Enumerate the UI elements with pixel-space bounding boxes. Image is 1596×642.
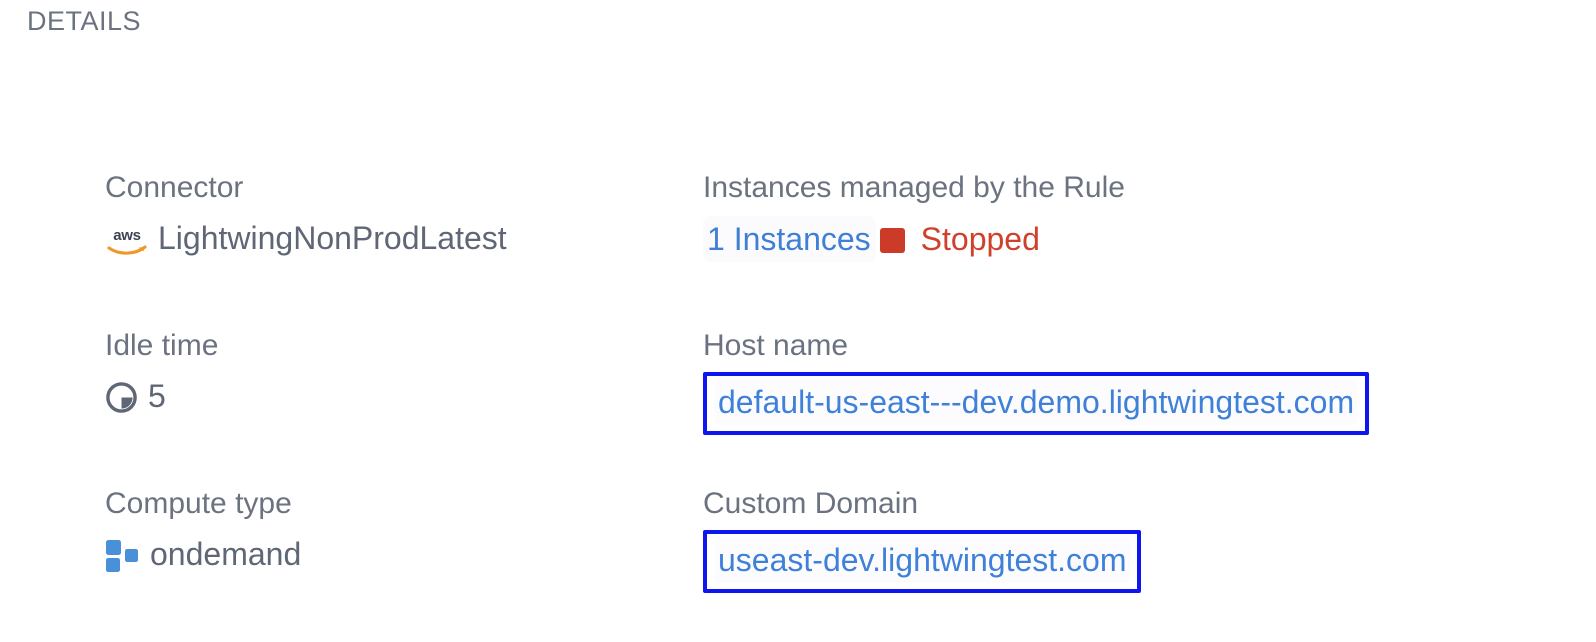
detail-row: Connector aws LightwingNonProdLatest Ins… <box>0 168 1596 326</box>
host-name-annotation-box: default-us-east---dev.demo.lightwingtest… <box>703 372 1370 435</box>
field-custom-domain: Custom Domain useast-dev.lightwingtest.c… <box>703 484 1142 593</box>
idle-time-value-row: 5 <box>105 374 218 418</box>
compute-type-value-row: ondemand <box>105 532 301 576</box>
compute-type-label: Compute type <box>105 487 292 520</box>
connector-label: Connector <box>105 171 244 204</box>
host-name-label: Host name <box>703 329 849 362</box>
details-grid: Connector aws LightwingNonProdLatest Ins… <box>0 168 1596 642</box>
custom-domain-annotation-box: useast-dev.lightwingtest.com <box>703 530 1142 593</box>
idle-time-label: Idle time <box>105 329 219 362</box>
aws-logo-icon: aws <box>105 223 149 255</box>
status-badge: Stopped <box>920 221 1040 257</box>
host-name-link[interactable]: default-us-east---dev.demo.lightwingtest… <box>718 384 1355 420</box>
instances-value-row: 1 Instances Stopped <box>703 216 1125 262</box>
instances-label: Instances managed by the Rule <box>703 171 1125 204</box>
svg-text:aws: aws <box>113 227 140 244</box>
idle-time-value: 5 <box>148 378 166 414</box>
connector-name: LightwingNonProdLatest <box>158 220 507 256</box>
page-title: DETAILS <box>27 6 142 36</box>
clock-pie-icon <box>105 381 138 414</box>
detail-row: Idle time 5 Host name default-us-east---… <box>0 326 1596 484</box>
field-host-name: Host name default-us-east---dev.demo.lig… <box>703 326 1370 435</box>
host-name-chip: default-us-east---dev.demo.lightwingtest… <box>714 380 1359 425</box>
field-connector: Connector aws LightwingNonProdLatest <box>105 168 507 260</box>
stop-square-icon <box>879 227 905 253</box>
field-idle-time: Idle time 5 <box>105 326 218 418</box>
compute-type-value: ondemand <box>150 536 302 572</box>
field-instances: Instances managed by the Rule 1 Instance… <box>703 168 1125 262</box>
instances-count-link[interactable]: 1 Instances <box>703 216 876 262</box>
field-compute-type: Compute type ondemand <box>105 484 301 576</box>
custom-domain-label: Custom Domain <box>703 487 919 520</box>
custom-domain-link[interactable]: useast-dev.lightwingtest.com <box>718 542 1127 578</box>
connector-value-row: aws LightwingNonProdLatest <box>105 216 507 260</box>
detail-row: Compute type ondemand Custom Domain usea… <box>0 484 1596 642</box>
compute-nodes-icon <box>105 539 141 573</box>
custom-domain-chip: useast-dev.lightwingtest.com <box>714 538 1131 583</box>
